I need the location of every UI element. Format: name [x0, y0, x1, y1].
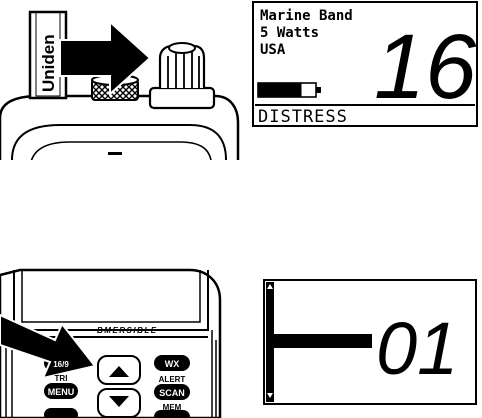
lcd-line-band: Marine Band [260, 8, 353, 24]
battery-icon [257, 82, 321, 98]
triangle-up-icon [267, 284, 273, 289]
triangle-down-icon [267, 393, 273, 398]
figure2-radio-front [0, 268, 222, 418]
tri-label: TRI [55, 374, 68, 383]
lcd-channel-number: 16 [374, 16, 477, 118]
mem-label: MEM [163, 403, 182, 412]
lcd-display-1: Marine Band 5 Watts USA 16 DISTRESS [252, 1, 478, 127]
wx-button[interactable]: WX [165, 359, 180, 369]
alert-label: ALERT [159, 375, 186, 384]
menu-button[interactable]: MENU [48, 387, 75, 397]
scan-button[interactable]: SCAN [159, 388, 185, 398]
brand-label: Uniden [39, 34, 58, 92]
lcd-status: DISTRESS [258, 107, 348, 127]
figure1-radio-top [0, 10, 240, 160]
channel-indicator-bar [274, 334, 372, 348]
lcd-line-region: USA [260, 42, 286, 58]
scroll-bar [266, 282, 274, 402]
radio-body-label: BMERSIBLE [97, 326, 158, 335]
lcd2-channel-number: 01 [376, 307, 458, 390]
channel-knob[interactable] [148, 42, 216, 110]
arrow-right-icon [59, 19, 152, 97]
arrow-diagonal-icon [0, 313, 97, 380]
lcd-line-power: 5 Watts [260, 25, 319, 41]
lcd-display-2: 01 [263, 279, 477, 405]
button-16-9-label: 16/9 [53, 360, 69, 369]
